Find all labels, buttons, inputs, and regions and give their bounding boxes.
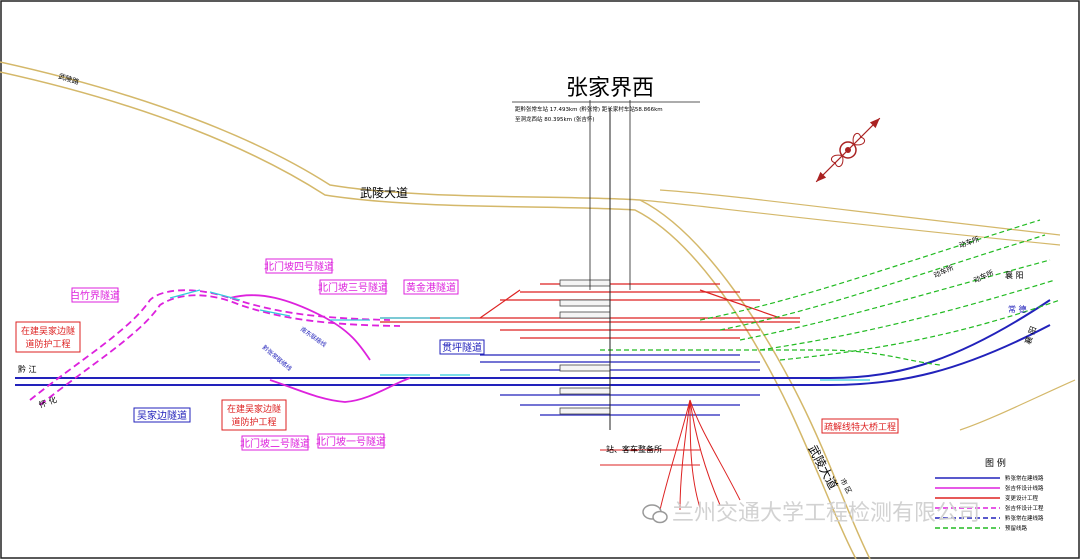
- svg-text:黄金港隧道: 黄金港隧道: [406, 281, 456, 294]
- legend-item-1: 张吉怀设计线路: [935, 484, 1044, 492]
- direction-dongche-2: 动车所: [932, 263, 955, 280]
- watermark-text: 兰州交通大学工程检测有限公司: [672, 501, 980, 526]
- tunnel-markings: [169, 289, 870, 381]
- tunnel-box-beimen3: 北门坡三号隧道: [318, 279, 388, 295]
- magenta-line: [29, 289, 411, 406]
- svg-text:贯坪隧道: 贯坪隧道: [442, 341, 482, 354]
- project-box-wujia-top: 在建吴家边隧 道防护工程: [15, 321, 81, 353]
- station-subtitle-1: 距黔张常车站 17.493km (黔张常) 距长家村车站58.866km: [515, 105, 663, 113]
- main-blue-line: [15, 299, 1051, 386]
- tunnel-box-beimen2: 北门坡二号隧道: [240, 435, 310, 451]
- legend-item-5: 预留线路: [935, 524, 1028, 532]
- legend: 图 例 黔张常在建线路 张吉怀设计线路 变更设计工程 张吉怀设计工程 黔张常在建…: [935, 457, 1044, 532]
- road-right-branch: [639, 189, 1076, 431]
- tunnel-box-wujiabian: 吴家边隧道: [133, 407, 191, 423]
- station-subtitle-2: 至洞龙西站 80.395km (张吉怀): [515, 115, 595, 123]
- svg-text:在建吴家边隧: 在建吴家边隧: [227, 403, 281, 415]
- svg-text:疏解线特大桥工程: 疏解线特大桥工程: [824, 421, 896, 433]
- watermark: 兰州交通大学工程检测有限公司: [642, 501, 980, 526]
- legend-item-4: 黔张常在建线路: [935, 514, 1044, 522]
- svg-text:北门坡二号隧道: 北门坡二号隧道: [240, 437, 310, 450]
- road-label-wushen: 武陵路: [57, 71, 80, 86]
- legend-title: 图 例: [985, 457, 1006, 469]
- svg-text:道防护工程: 道防护工程: [25, 338, 70, 350]
- station-title: 张家界西: [566, 76, 654, 101]
- line-label-qianzhang: 黔张常联络线: [261, 343, 294, 372]
- direction-dongche-1: 动车所: [958, 234, 981, 250]
- direction-xiangyang-top: 襄 阳: [1005, 270, 1024, 280]
- svg-text:预留线路: 预留线路: [1005, 524, 1028, 532]
- green-reserved-lines: [600, 219, 1061, 366]
- svg-text:张吉怀设计工程: 张吉怀设计工程: [1005, 504, 1044, 512]
- svg-text:白竹界隧道: 白竹界隧道: [70, 289, 120, 302]
- tunnel-box-guanping: 贯坪隧道: [439, 339, 485, 355]
- project-box-bridge: 疏解线特大桥工程: [821, 418, 899, 434]
- svg-text:张吉怀设计线路: 张吉怀设计线路: [1005, 484, 1044, 492]
- svg-text:北门坡三号隧道: 北门坡三号隧道: [318, 281, 388, 294]
- project-box-wujia-bottom: 在建吴家边隧 道防护工程: [221, 399, 287, 431]
- legend-item-2: 变更设计工程: [935, 494, 1039, 502]
- compass-icon: [815, 117, 881, 183]
- road-wuling-main: [0, 61, 871, 559]
- svg-text:黔张常在建线路: 黔张常在建线路: [1005, 514, 1044, 522]
- legend-item-3: 张吉怀设计工程: [935, 504, 1044, 512]
- tunnel-box-beimen1: 北门坡一号隧道: [316, 433, 386, 449]
- svg-text:变更设计工程: 变更设计工程: [1005, 494, 1039, 502]
- svg-text:吴家边隧道: 吴家边隧道: [137, 409, 187, 422]
- svg-text:北门坡一号隧道: 北门坡一号隧道: [316, 435, 386, 448]
- legend-item-0: 黔张常在建线路: [935, 474, 1044, 482]
- direction-xiangyang-bottom: 襄 阳: [1022, 325, 1038, 346]
- svg-text:黔张常在建线路: 黔张常在建线路: [1005, 474, 1044, 482]
- svg-text:道防护工程: 道防护工程: [231, 416, 276, 428]
- line-label-nandong: 南东联络线: [299, 325, 328, 349]
- wechat-icon: [642, 504, 668, 524]
- depot-fan: [600, 399, 741, 511]
- direction-huaihua: 怀 化: [37, 394, 58, 410]
- direction-dongche-3: 动车所: [972, 268, 995, 285]
- direction-changde: 常 德: [1008, 304, 1027, 314]
- station-platforms: [559, 279, 611, 415]
- road-label-wuling: 武陵大道: [360, 186, 408, 200]
- tunnel-box-beimen4: 北门坡四号隧道: [264, 258, 334, 274]
- tunnel-box-baizhujie: 白竹界隧道: [70, 287, 120, 303]
- svg-text:北门坡四号隧道: 北门坡四号隧道: [264, 260, 334, 273]
- svg-text:在建吴家边隧: 在建吴家边隧: [21, 325, 75, 337]
- depot-label: 站、客车整备所: [606, 444, 662, 454]
- direction-qianjiang: 黔 江: [18, 364, 37, 374]
- tunnel-box-huangjingang: 黄金港隧道: [403, 279, 459, 295]
